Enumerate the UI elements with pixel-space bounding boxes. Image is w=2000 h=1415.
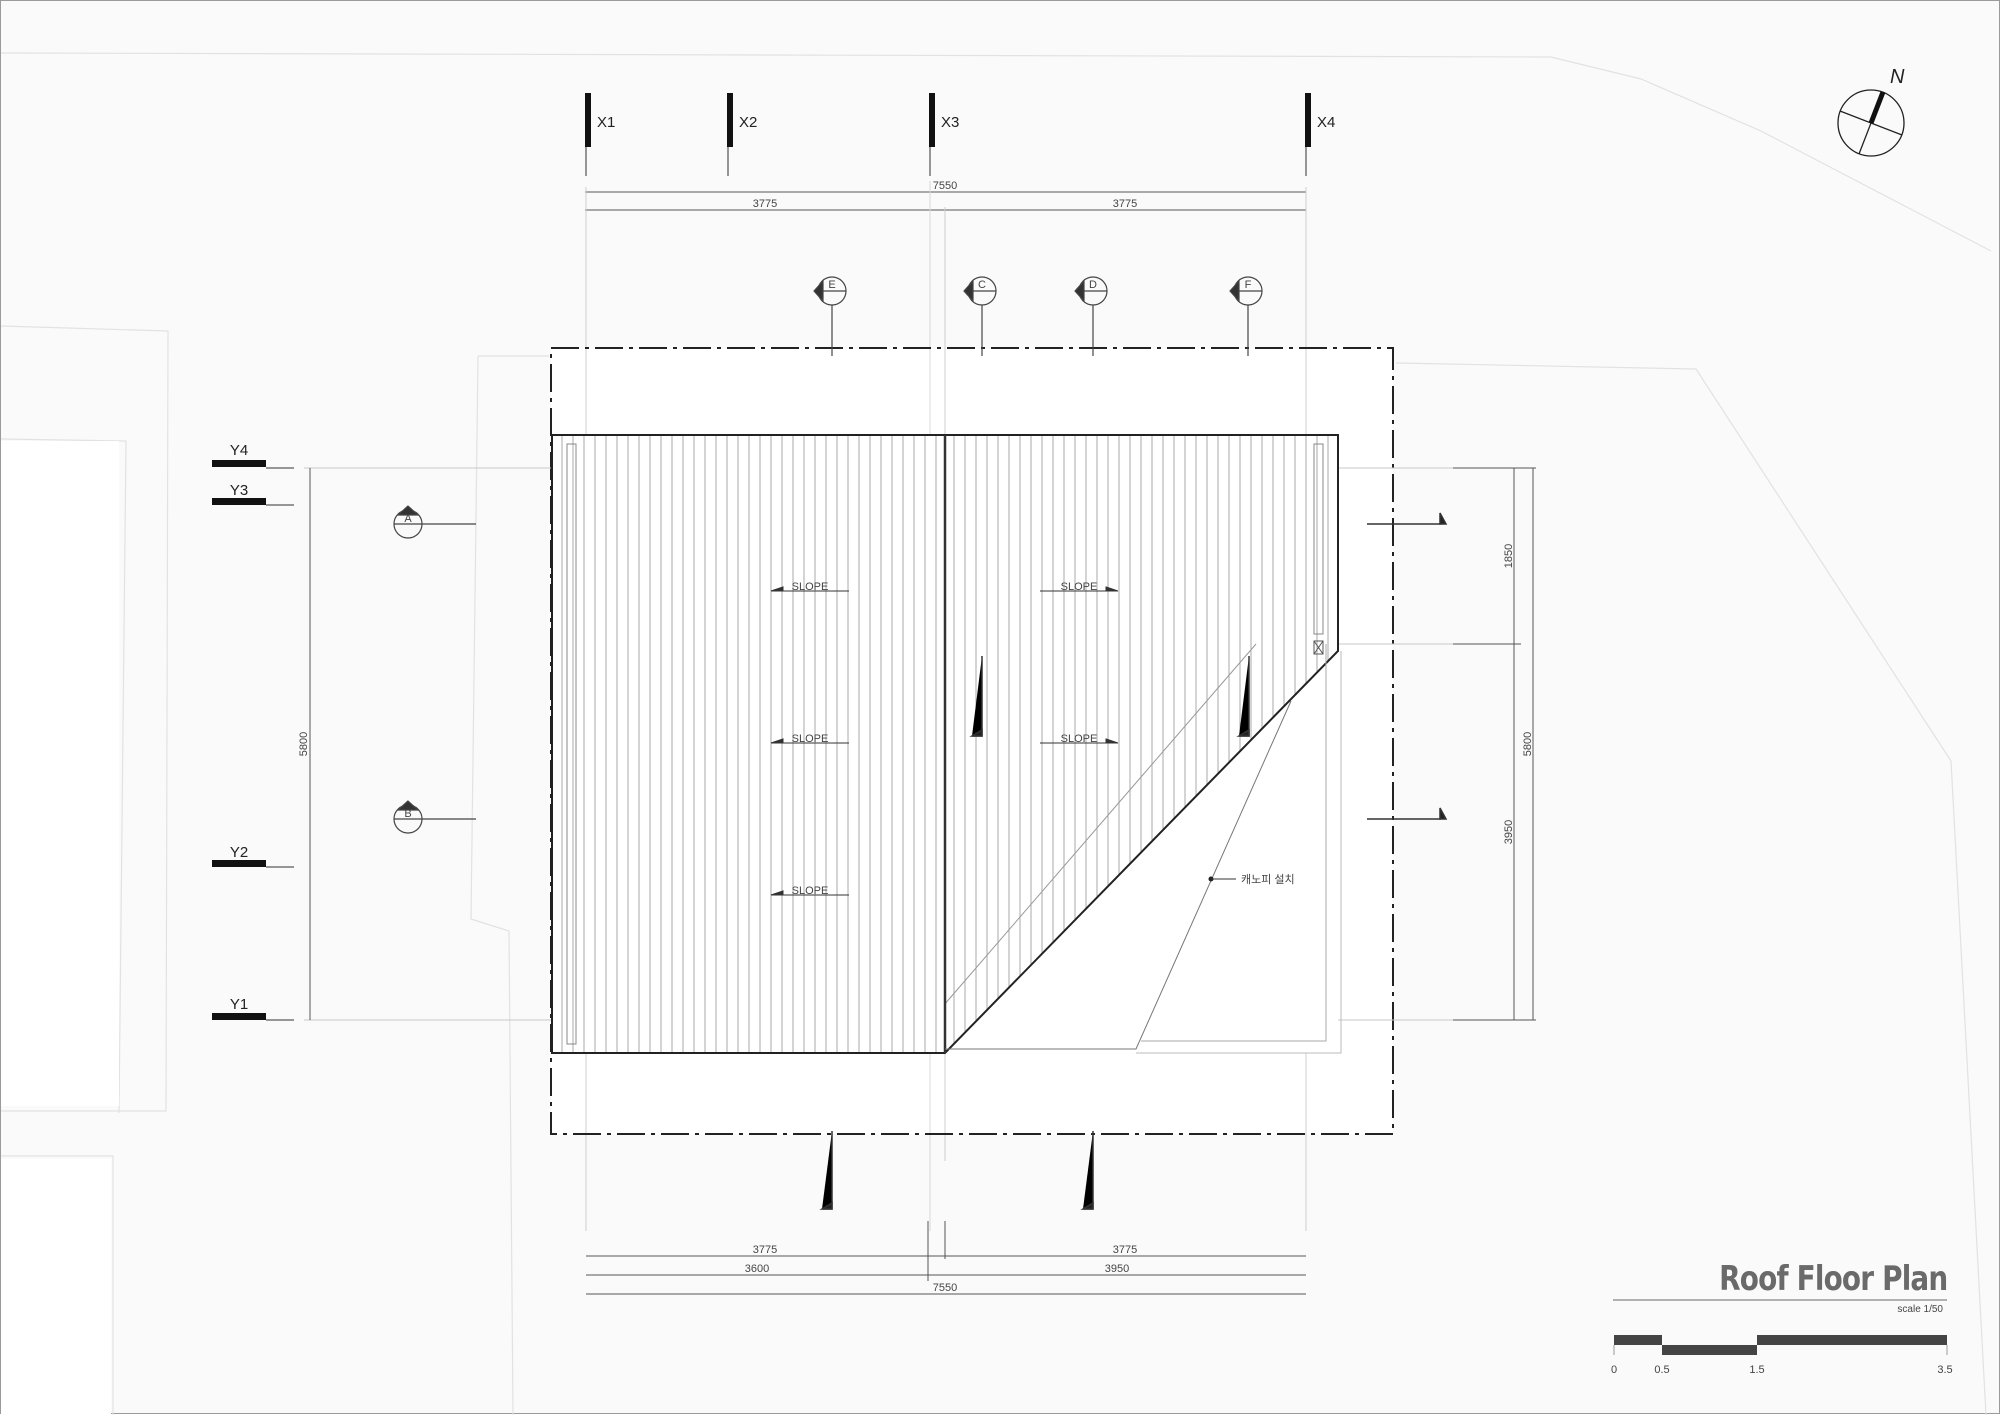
section-label-a: A bbox=[404, 513, 412, 525]
roof-drain-icon bbox=[1313, 640, 1324, 655]
scale-bar bbox=[1613, 1335, 1948, 1355]
section-markers-top bbox=[813, 276, 1263, 356]
dim-bottom-row2-right: 3950 bbox=[1105, 1263, 1129, 1275]
north-label: N bbox=[1890, 66, 1905, 88]
north-arrow-icon: N bbox=[1837, 66, 1905, 157]
section-label-b: B bbox=[404, 808, 411, 820]
bottom-dimensions bbox=[586, 1221, 1306, 1295]
dim-top-right: 3775 bbox=[1113, 198, 1137, 210]
section-markers-left bbox=[393, 505, 476, 834]
slope-label: SLOPE bbox=[792, 733, 829, 745]
section-label-c: C bbox=[978, 279, 986, 291]
dim-left-overall: 5800 bbox=[298, 732, 310, 756]
grid-label-x2: X2 bbox=[739, 114, 757, 131]
canopy-note: 캐노피 설치 bbox=[1241, 873, 1295, 886]
grid-label-x1: X1 bbox=[597, 114, 615, 131]
dim-bottom-row1-right: 3775 bbox=[1113, 1244, 1137, 1256]
slope-label: SLOPE bbox=[1061, 733, 1098, 745]
dim-bottom-row2-left: 3600 bbox=[745, 1263, 769, 1275]
grid-label-y1: Y1 bbox=[230, 996, 248, 1013]
right-dimensions bbox=[1453, 467, 1536, 1021]
slope-label: SLOPE bbox=[1061, 581, 1098, 593]
section-label-d: D bbox=[1089, 279, 1097, 291]
drawing-title: Roof Floor Plan bbox=[1718, 1259, 1948, 1299]
section-label-e: E bbox=[828, 279, 835, 291]
slope-arrows bbox=[770, 586, 1119, 896]
scale-tick-0-5: 0.5 bbox=[1654, 1364, 1669, 1376]
section-cut-marks bbox=[819, 512, 1448, 1210]
slope-label: SLOPE bbox=[792, 885, 829, 897]
dim-top-overall: 7550 bbox=[933, 180, 957, 192]
grid-axes-x: X1 X2 X3 X4 bbox=[585, 93, 1335, 176]
dim-right-lower: 3950 bbox=[1503, 820, 1515, 844]
dim-right-overall: 5800 bbox=[1522, 732, 1534, 756]
slope-label: SLOPE bbox=[792, 581, 829, 593]
dim-bottom-row1-left: 3775 bbox=[753, 1244, 777, 1256]
adjacent-building bbox=[1, 441, 119, 1106]
scale-tick-0: 0 bbox=[1611, 1364, 1617, 1376]
roof-planks bbox=[561, 435, 937, 1053]
section-label-f: F bbox=[1245, 279, 1252, 291]
dim-right-upper: 1850 bbox=[1503, 544, 1515, 568]
roof bbox=[551, 434, 1342, 1054]
dim-bottom-overall: 7550 bbox=[933, 1282, 957, 1294]
dim-top-left: 3775 bbox=[753, 198, 777, 210]
grid-label-y4: Y4 bbox=[230, 442, 248, 459]
scale-tick-3-5: 3.5 bbox=[1937, 1364, 1952, 1376]
grid-label-x3: X3 bbox=[941, 114, 959, 131]
grid-label-y2: Y2 bbox=[230, 844, 248, 861]
scale-tick-1-5: 1.5 bbox=[1749, 1364, 1764, 1376]
site-outline bbox=[1, 52, 1992, 1415]
scale-note: scale 1/50 bbox=[1897, 1304, 1943, 1315]
grid-label-y3: Y3 bbox=[230, 482, 248, 499]
adjacent-building bbox=[1, 1159, 111, 1415]
canopy-outline bbox=[945, 700, 1292, 1050]
grid-label-x4: X4 bbox=[1317, 114, 1335, 131]
